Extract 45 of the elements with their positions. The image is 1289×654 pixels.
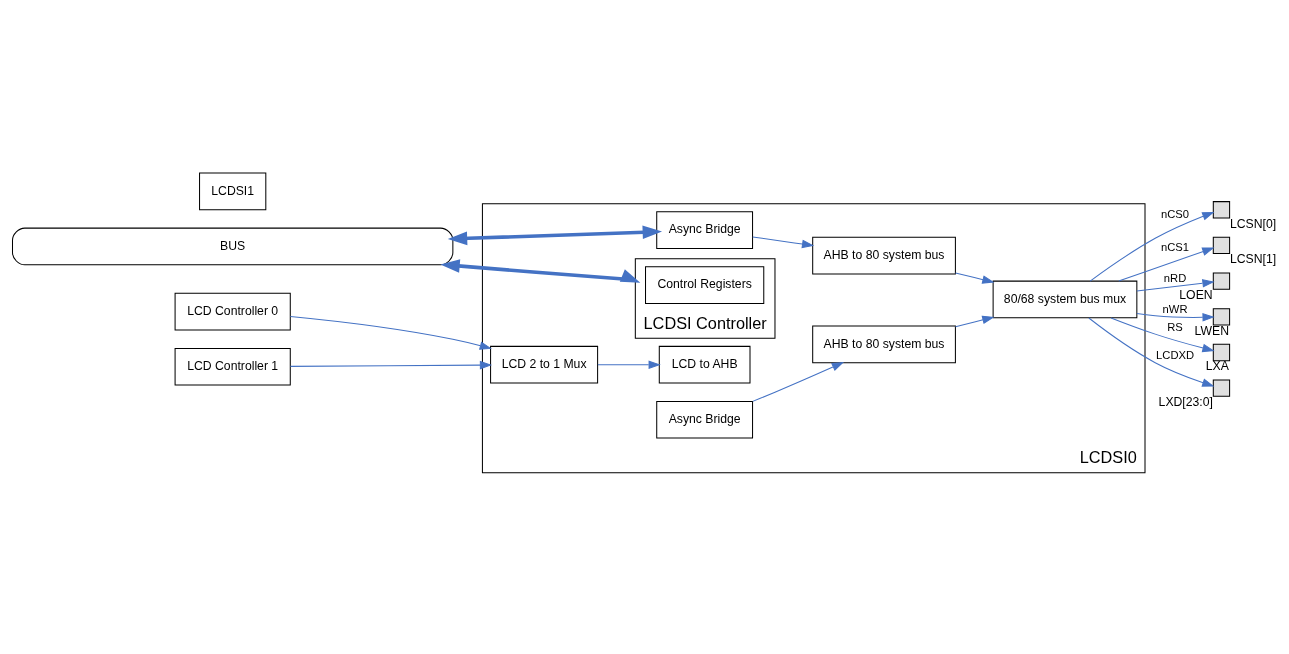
node-box: LCDSI1 — [199, 172, 267, 211]
node-box: LCD to AHB — [658, 345, 751, 384]
arrow — [597, 360, 661, 369]
node-box — [1212, 308, 1231, 326]
node-label: LOEN — [1179, 288, 1213, 303]
arrow — [1110, 317, 1215, 353]
node-box — [1212, 343, 1231, 362]
arrow — [752, 236, 815, 249]
node-label: LCSN[1] — [1229, 252, 1277, 267]
arrow — [1136, 313, 1215, 322]
arrow — [955, 272, 995, 284]
arrow — [1088, 317, 1215, 387]
node-box: LCD Controller 1 — [174, 347, 291, 386]
arrow — [289, 315, 492, 350]
edge-label: nCS1 — [1161, 241, 1190, 254]
node-label: LCSN[0] — [1229, 216, 1277, 231]
node-box: Async Bridge — [656, 211, 754, 249]
arrow — [1136, 279, 1215, 292]
node-box: AHB to 80 system bus — [812, 325, 956, 364]
node-box: BUS — [12, 227, 454, 266]
node-box: LCD Controller 0 — [174, 292, 291, 331]
node-label: LXA — [1205, 359, 1229, 374]
node-box — [1212, 379, 1231, 397]
node-box — [1212, 272, 1231, 290]
edge-label: nCS0 — [1161, 207, 1190, 220]
node-box: Async Bridge — [656, 400, 754, 439]
node-label: LXD[23:0] — [1158, 395, 1213, 410]
arrow — [752, 362, 845, 402]
arrow — [289, 360, 493, 370]
edge-label: RS — [1167, 320, 1183, 333]
node-box: Control Registers — [645, 266, 765, 305]
edge-label: nWR — [1162, 302, 1188, 315]
node-label: LWEN — [1194, 323, 1229, 338]
arrow — [955, 315, 995, 328]
node-box — [1212, 236, 1231, 255]
edge-label: LCDXD — [1156, 349, 1195, 362]
node-box: LCD 2 to 1 Mux — [490, 345, 599, 384]
edge-label: nRD — [1163, 271, 1187, 284]
node-box — [1212, 201, 1231, 219]
arrow — [1118, 247, 1215, 282]
node-box: 80/68 system bus mux — [992, 280, 1138, 319]
arrow — [1089, 211, 1215, 282]
arrow — [440, 259, 641, 283]
node-box: AHB to 80 system bus — [812, 236, 956, 275]
arrow — [447, 225, 663, 246]
